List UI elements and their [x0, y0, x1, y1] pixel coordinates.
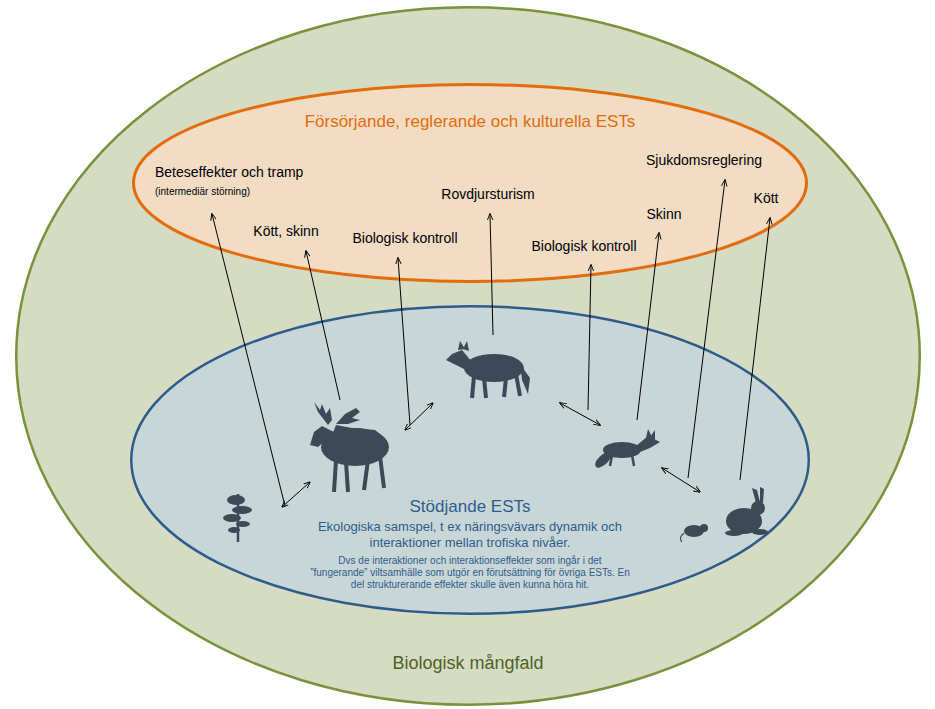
region-heading: Biologisk mångfald — [15, 652, 921, 674]
service-arrow — [398, 258, 410, 425]
service-arrow — [212, 214, 285, 506]
service-arrow — [740, 218, 770, 480]
service-arrow — [490, 214, 493, 335]
services-ellipse: Försörjande, reglerande och kulturella E… — [132, 83, 808, 283]
biodiversity-ellipse: Biologisk mångfald Försörjande, reglerand… — [15, 6, 921, 706]
ellipse-outline — [15, 6, 921, 706]
hare-silhouette — [725, 487, 768, 536]
region-note: Dvs de interaktioner och interaktionseff… — [310, 555, 630, 591]
fox-silhouette — [595, 429, 660, 468]
service-arrow — [688, 180, 725, 478]
pine-tree — [223, 494, 252, 542]
service-arrow — [637, 233, 659, 420]
interaction-arrow — [405, 403, 433, 430]
ellipse-shape — [131, 306, 809, 614]
wolf-silhouette — [446, 341, 530, 398]
region-heading: Försörjande, reglerande och kulturella E… — [132, 111, 808, 132]
service-label: Rovdjursturism — [441, 186, 534, 203]
service-label: Beteseffekter och tramp — [155, 164, 303, 181]
service-label: Kött, skinn — [253, 223, 318, 240]
region-body: Ekologiska samspel, t ex näringsvävars d… — [295, 519, 645, 551]
ellipse-shape — [16, 7, 920, 705]
supporting-ellipse: Stödjande ESTsEkologiska samspel, t ex n… — [130, 305, 810, 615]
interaction-arrow — [560, 403, 600, 425]
service-label: Kött — [754, 190, 779, 207]
service-label: Biologisk kontroll — [352, 230, 457, 247]
interaction-arrow — [662, 468, 700, 492]
moose-silhouette — [310, 402, 389, 492]
service-arrow — [306, 251, 340, 400]
service-label: Skinn — [646, 206, 681, 223]
service-label: Sjukdomsreglering — [646, 152, 762, 169]
mouse-silhouette — [680, 524, 708, 542]
service-arrow — [588, 265, 591, 410]
interaction-arrow — [282, 482, 310, 507]
service-label: (intermediär störning) — [155, 183, 250, 200]
region-heading: Stödjande ESTs — [320, 497, 620, 517]
service-label: Biologisk kontroll — [531, 238, 636, 255]
